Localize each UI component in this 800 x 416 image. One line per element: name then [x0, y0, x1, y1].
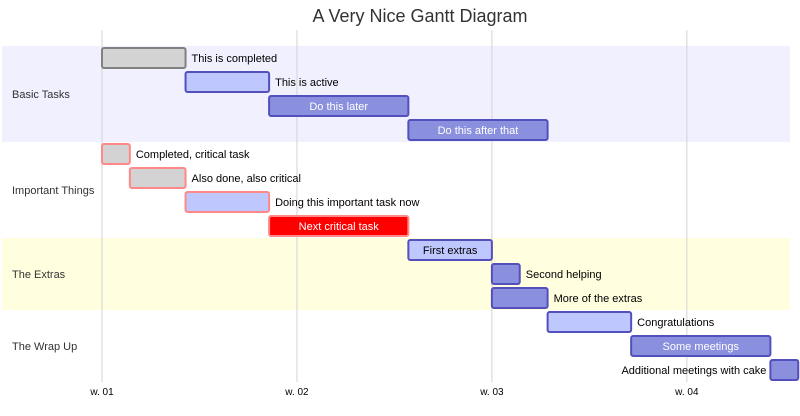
task-bar — [268, 95, 410, 117]
chart-title: A Very Nice Gantt Diagram — [312, 6, 527, 26]
task-label: Also done, also critical — [192, 173, 301, 185]
task-bar — [101, 143, 131, 165]
task-bar — [630, 335, 772, 357]
grid-lines — [101, 30, 688, 382]
section-label: The Wrap Up — [12, 341, 77, 353]
section-label: Basic Tasks — [12, 89, 70, 101]
task-label: More of the extras — [554, 293, 643, 305]
task-bar — [101, 47, 187, 69]
x-tick-label: w. 04 — [674, 387, 699, 398]
task-bar — [184, 191, 271, 213]
task-label: This is active — [275, 77, 339, 89]
section-label: The Extras — [12, 269, 66, 281]
task-label: Congratulations — [637, 317, 715, 329]
task-bar — [184, 71, 271, 93]
task-bar — [407, 239, 493, 261]
task-label: Completed, critical task — [136, 149, 250, 161]
task-label: This is completed — [192, 53, 278, 65]
x-tick-label: w. 03 — [479, 387, 504, 398]
x-tick-label: w. 01 — [89, 387, 114, 398]
x-tick-label: w. 02 — [284, 387, 309, 398]
task-bar — [490, 263, 521, 285]
task-bar — [490, 287, 549, 309]
task-bar — [268, 215, 410, 237]
task-label: Do this after that — [438, 125, 519, 137]
task-bar — [407, 119, 549, 141]
task-label: Next critical task — [299, 221, 380, 233]
task-label: Additional meetings with cake — [621, 365, 766, 377]
task-bar — [128, 167, 187, 189]
x-axis-ticks: w. 01 w. 02 w. 03 w. 04 — [89, 387, 699, 398]
section-label: Important Things — [12, 185, 95, 197]
task-bar — [769, 359, 800, 381]
task-label: Do this later — [309, 101, 368, 113]
section-bands — [2, 46, 790, 382]
task-label: Second helping — [526, 269, 602, 281]
task-bar — [546, 311, 633, 333]
task-label: Doing this important task now — [275, 197, 419, 209]
section-band — [2, 238, 790, 310]
task-label: First extras — [423, 245, 478, 257]
task-label: Some meetings — [663, 341, 740, 353]
